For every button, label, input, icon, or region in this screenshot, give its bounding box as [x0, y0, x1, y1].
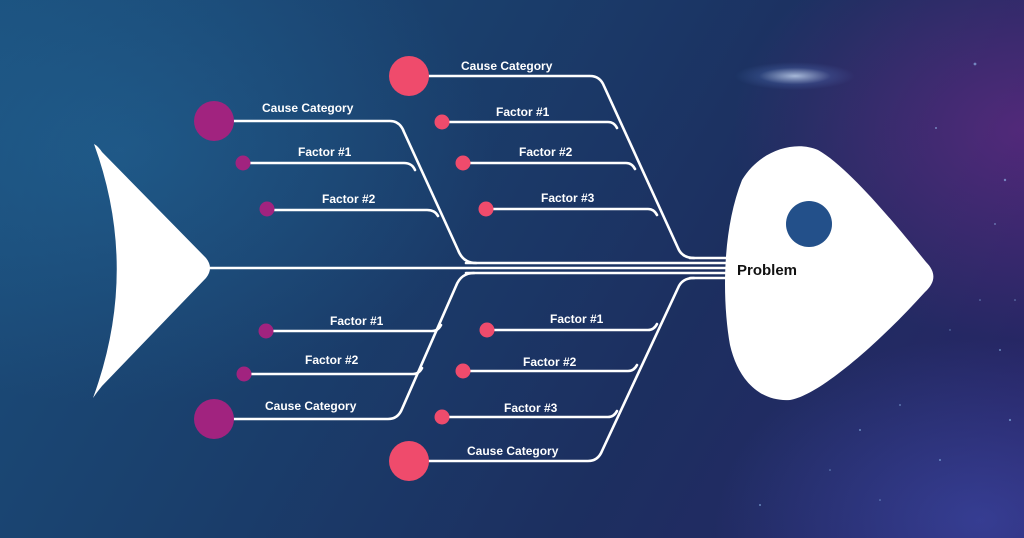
factor-label: Factor #1	[298, 145, 352, 159]
factor-node	[258, 323, 274, 339]
factor-label: Factor #1	[550, 312, 604, 326]
cause-category-label: Cause Category	[461, 59, 553, 73]
factor-label: Factor #3	[504, 401, 558, 415]
branch-bottom-right: Cause Category Factor #1 Factor #2 Facto…	[389, 276, 696, 481]
fish-eye	[786, 201, 832, 247]
background-stars	[759, 62, 1016, 506]
fish-tail	[93, 144, 210, 398]
factor-node	[235, 155, 251, 171]
factor-node	[236, 366, 252, 382]
factor-node	[479, 322, 495, 338]
factor-label: Factor #1	[330, 314, 384, 328]
cause-node	[389, 56, 429, 96]
factor-node	[434, 409, 450, 425]
cause-node	[194, 101, 234, 141]
factor-node	[455, 363, 471, 379]
cause-node	[194, 399, 234, 439]
branch-bottom-left: Cause Category Factor #1 Factor #2	[194, 271, 476, 439]
spine	[207, 256, 730, 280]
factor-label: Factor #2	[519, 145, 573, 159]
cause-category-label: Cause Category	[265, 399, 357, 413]
factor-node	[434, 114, 450, 130]
factor-node	[259, 201, 275, 217]
cause-category-label: Cause Category	[467, 444, 559, 458]
factor-label: Factor #3	[541, 191, 595, 205]
branch-top-left: Cause Category Factor #1 Factor #2	[194, 101, 478, 265]
factor-label: Factor #2	[523, 355, 577, 369]
factor-label: Factor #2	[305, 353, 359, 367]
fish-head	[725, 146, 934, 401]
factor-node	[455, 155, 471, 171]
factor-node	[478, 201, 494, 217]
factor-label: Factor #2	[322, 192, 376, 206]
branch-top-right: Cause Category Factor #1 Factor #2 Facto…	[389, 56, 696, 260]
cause-node	[389, 441, 429, 481]
cause-category-label: Cause Category	[262, 101, 354, 115]
problem-label: Problem	[737, 262, 797, 279]
factor-label: Factor #1	[496, 105, 550, 119]
